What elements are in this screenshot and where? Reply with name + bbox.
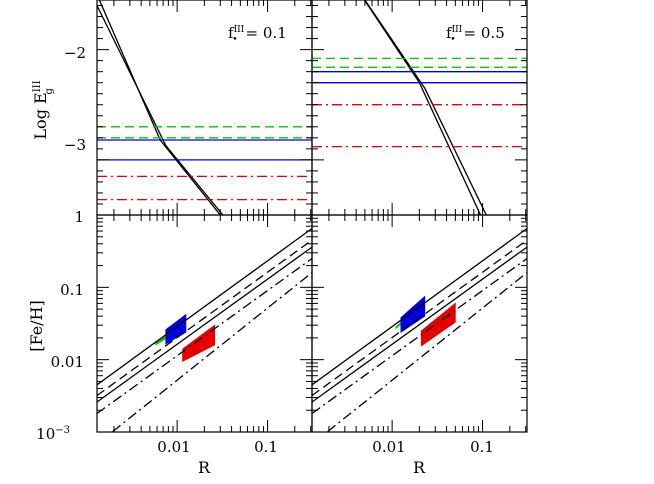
region-1 (165, 313, 187, 345)
panel-frame (96, 214, 313, 433)
annotation-top-left: fIII•= 0.1 (228, 24, 287, 45)
panel-top-right (311, 0, 528, 216)
plot-area (312, 0, 527, 215)
region-2 (182, 324, 216, 362)
annotation-top-right: fIII•= 0.5 (446, 24, 505, 45)
series-line-0 (97, 227, 312, 386)
series-line-2 (312, 246, 527, 403)
series-line-1 (97, 5, 224, 215)
xtick-label-left-0.01: 0.01 (157, 438, 190, 456)
series-line-4 (111, 272, 312, 432)
plot-area (312, 227, 527, 432)
series-line-3 (312, 257, 527, 415)
ytick-label-bottom-1e-3: 10−3 (36, 425, 70, 443)
ytick-label-bottom-0.01: 0.01 (51, 353, 84, 371)
ytick-label-top-neg3: −3 (64, 136, 86, 154)
panel-bottom-left (96, 214, 313, 433)
series-line-1 (97, 239, 312, 397)
ytick-label-top-neg2: −2 (64, 44, 86, 62)
series-line-2 (97, 246, 312, 403)
bottom-y-axis-label: [Fe/H] (27, 300, 46, 352)
series-line-3 (97, 257, 312, 415)
x-axis-label-left: R (198, 458, 211, 477)
x-axis-label-right: R (413, 458, 426, 477)
panel-frame (311, 214, 528, 433)
top-y-axis-label: Log EIIIg (31, 80, 55, 139)
xtick-label-left-0.1: 0.1 (254, 438, 278, 456)
plot-area (97, 0, 312, 215)
series-line-1 (312, 239, 527, 397)
xtick-label-right-0.1: 0.1 (470, 438, 494, 456)
panel-bottom-right (311, 214, 528, 433)
series-line-1 (364, 0, 487, 215)
ytick-label-bottom-0.1: 0.1 (60, 281, 84, 299)
series-line-0 (363, 0, 482, 215)
region-1 (400, 295, 426, 333)
xtick-label-right-0.01: 0.01 (372, 438, 405, 456)
series-line-0 (312, 227, 527, 386)
ytick-label-bottom-1: 1 (74, 208, 84, 226)
series-line-4 (326, 272, 527, 432)
plot-area (97, 227, 312, 432)
series-line-0 (98, 0, 221, 215)
region-2 (420, 302, 456, 347)
